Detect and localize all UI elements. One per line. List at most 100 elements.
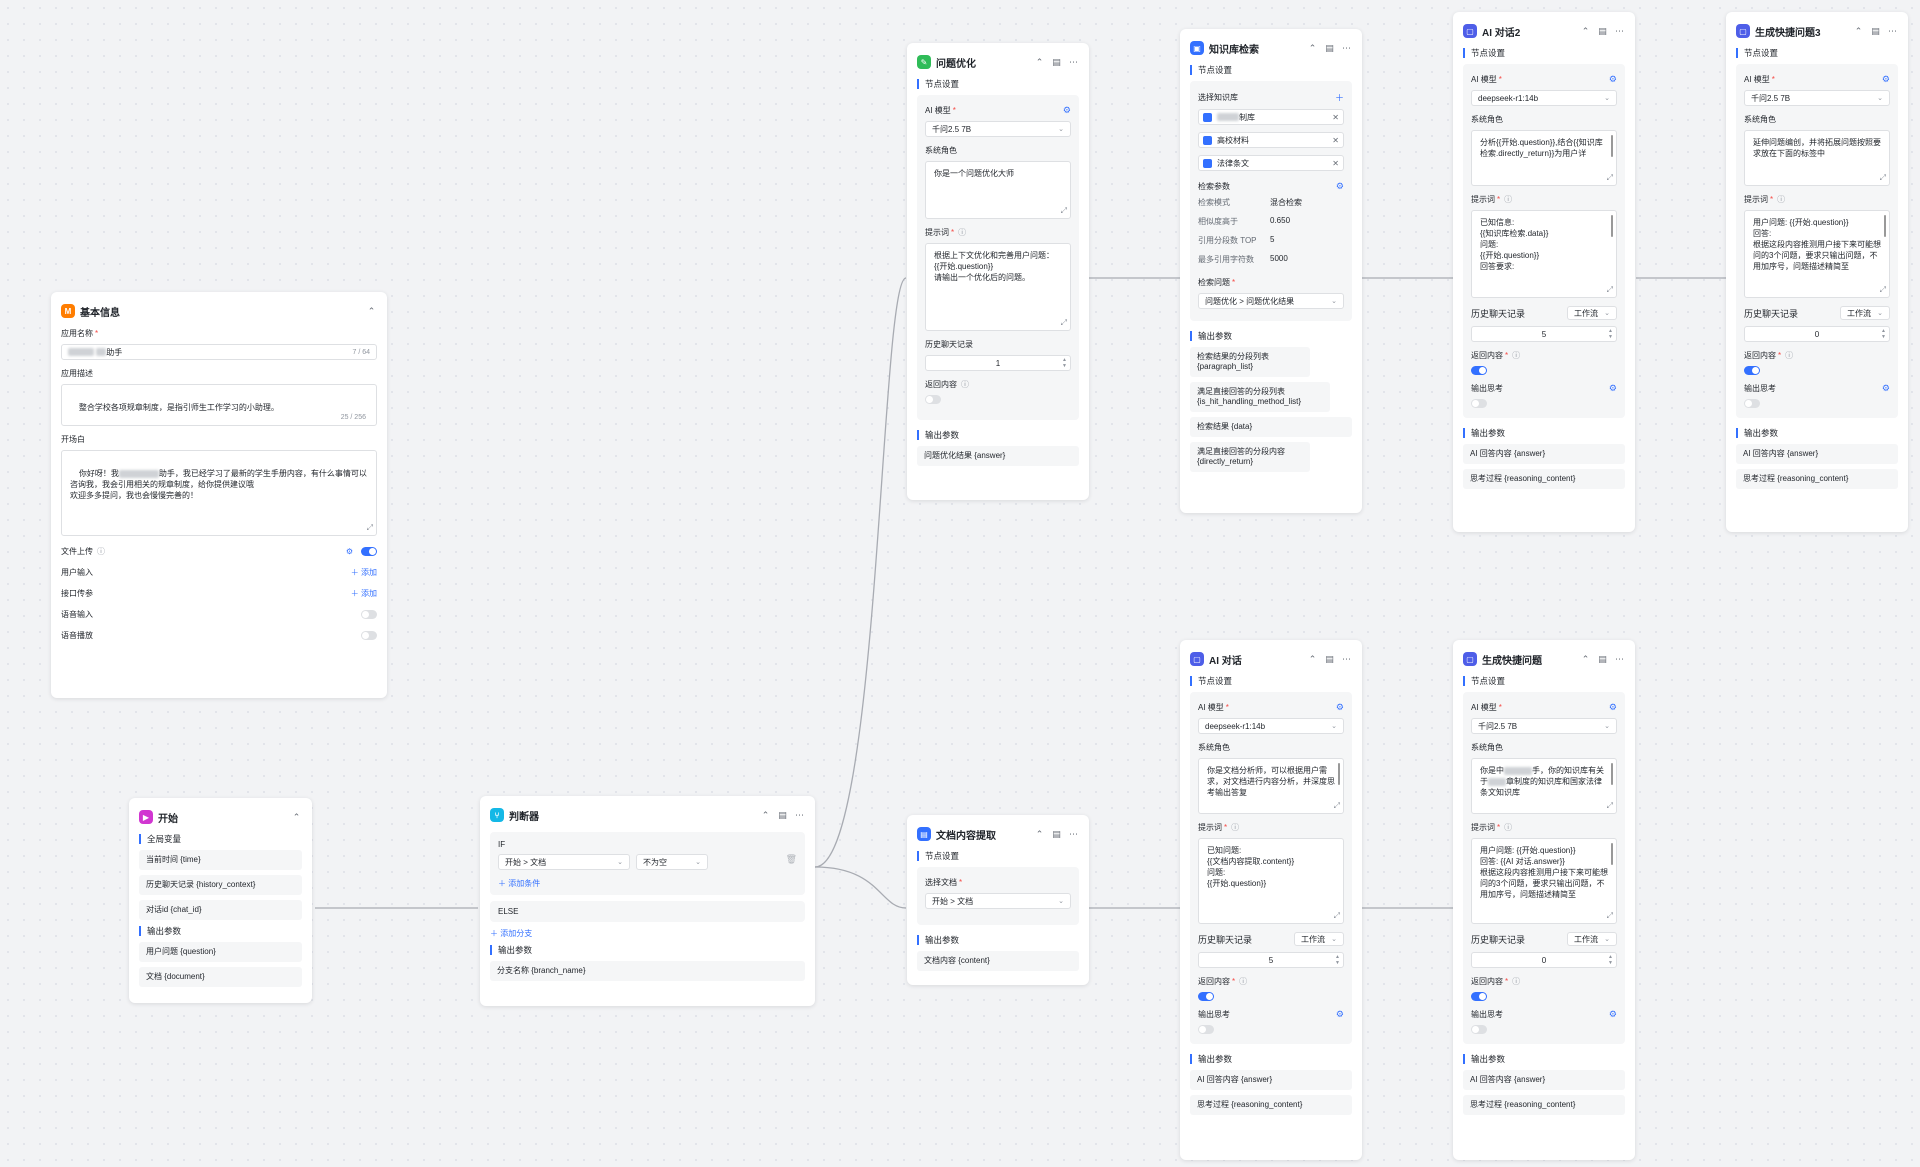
more-icon[interactable]: ⋯ (1615, 25, 1624, 36)
history-type-select[interactable]: 工作流⌄ (1567, 306, 1617, 320)
system-role-input[interactable]: 分析{{开始.question}},结合{{知识库检索.directly_ret… (1471, 130, 1617, 186)
more-icon[interactable]: ⋯ (795, 809, 804, 820)
collapse-icon[interactable]: ⌃ (1308, 653, 1317, 664)
return-toggle[interactable] (1471, 992, 1487, 1001)
expand-icon[interactable]: ⤢ (1060, 318, 1067, 327)
gear-icon[interactable]: ⚙ (1608, 1009, 1617, 1019)
gear-icon[interactable]: ⚙ (1335, 181, 1344, 191)
kb-search-node[interactable]: ▣ 知识库检索 ⌃▤⋯ 节点设置 选择知识库＋ 制库✕ 高校材料✕ 法律条文✕ … (1180, 29, 1362, 513)
thinking-toggle[interactable] (1198, 1025, 1214, 1034)
expand-icon[interactable]: ⤢ (1879, 285, 1886, 294)
expand-icon[interactable]: ⤢ (1606, 911, 1613, 920)
more-icon[interactable]: ⋯ (1069, 56, 1078, 67)
chart-icon[interactable]: ▤ (1325, 42, 1334, 53)
history-stepper[interactable]: 5▲▼ (1198, 952, 1344, 968)
collapse-icon[interactable]: ⌃ (1308, 42, 1317, 53)
start-node[interactable]: ▶ 开始 ⌃ 全局变量 当前时间 {time} 历史聊天记录 {history_… (129, 798, 312, 1003)
return-toggle[interactable] (925, 395, 941, 404)
expand-icon[interactable]: ⤢ (1333, 911, 1340, 920)
history-stepper[interactable]: 0▲▼ (1471, 952, 1617, 968)
collapse-icon[interactable]: ⌃ (292, 811, 301, 822)
return-toggle[interactable] (1471, 366, 1487, 375)
collapse-icon[interactable]: ⌃ (1581, 25, 1590, 36)
app-name-input[interactable]: 助手 7 / 64 (61, 344, 377, 360)
chart-icon[interactable]: ▤ (1871, 25, 1880, 36)
ai-chat-node[interactable]: ▢ AI 对话 ⌃▤⋯ 节点设置 AI 模型*⚙ deepseek-r1:14b… (1180, 640, 1362, 1160)
expand-icon[interactable]: ⤢ (1606, 285, 1613, 294)
collapse-icon[interactable]: ⌃ (367, 305, 376, 316)
collapse-icon[interactable]: ⌃ (1854, 25, 1863, 36)
ai-model-select[interactable]: deepseek-r1:14b⌄ (1471, 90, 1617, 106)
history-stepper[interactable]: 5▲▼ (1471, 326, 1617, 342)
system-role-input[interactable]: 你是中手，你的知识库有关于章制度的知识库和国家法律条文知识库⤢ (1471, 758, 1617, 814)
expand-icon[interactable]: ⤢ (1606, 173, 1613, 182)
history-type-select[interactable]: 工作流⌄ (1567, 932, 1617, 946)
expand-icon[interactable]: ⤢ (1060, 206, 1067, 215)
system-role-input[interactable]: 你是一个问题优化大师⤢ (925, 161, 1071, 219)
voice-play-toggle[interactable] (361, 631, 377, 640)
more-icon[interactable]: ⋯ (1342, 653, 1351, 664)
close-icon[interactable]: ✕ (1332, 135, 1339, 145)
ai-model-select[interactable]: 千问2.5 7B⌄ (1744, 90, 1890, 106)
kb-item[interactable]: 高校材料✕ (1198, 132, 1344, 148)
gear-icon[interactable]: ⚙ (1608, 702, 1617, 712)
doc-select[interactable]: 开始 > 文档⌄ (925, 893, 1071, 909)
gear-icon[interactable]: ⚙ (1335, 1009, 1344, 1019)
expand-icon[interactable]: ⤢ (1606, 801, 1613, 810)
collapse-icon[interactable]: ⌃ (1035, 828, 1044, 839)
judge-node[interactable]: ⑂ 判断器 ⌃▤⋯ IF 开始 > 文档⌄ 不为空⌄ 🗑 ＋ 添加条件 ELSE… (480, 796, 815, 1006)
add-branch-button[interactable]: ＋ 添加分支 (490, 929, 533, 938)
add-api-param-button[interactable]: ＋ 添加 (350, 589, 377, 598)
return-toggle[interactable] (1198, 992, 1214, 1001)
file-upload-toggle[interactable] (361, 547, 377, 556)
close-icon[interactable]: ✕ (1332, 158, 1339, 168)
chart-icon[interactable]: ▤ (1598, 25, 1607, 36)
app-desc-input[interactable]: 整合学校各项规章制度，是指引师生工作学习的小助理。 25 / 256 (61, 384, 377, 426)
condition-operator-select[interactable]: 不为空⌄ (636, 854, 708, 870)
quick-question3-node[interactable]: ▢ 生成快捷问题3 ⌃▤⋯ 节点设置 AI 模型*⚙ 千问2.5 7B⌄ 系统角… (1726, 12, 1908, 532)
gear-icon[interactable]: ⚙ (1335, 702, 1344, 712)
system-role-input[interactable]: 你是文档分析师，可以根据用户需求，对文档进行内容分析，并深度思考输出答复⤢ (1198, 758, 1344, 814)
kb-item[interactable]: 制库✕ (1198, 109, 1344, 125)
thinking-toggle[interactable] (1471, 399, 1487, 408)
gear-icon[interactable]: ⚙ (1062, 105, 1071, 115)
return-toggle[interactable] (1744, 366, 1760, 375)
voice-input-toggle[interactable] (361, 610, 377, 619)
thinking-toggle[interactable] (1744, 399, 1760, 408)
chart-icon[interactable]: ▤ (1052, 56, 1061, 67)
history-stepper[interactable]: 0▲▼ (1744, 326, 1890, 342)
basic-info-node[interactable]: M 基本信息 ⌃ 应用名称* 助手 7 / 64 应用描述 整合学校各项规章制度… (51, 292, 387, 698)
expand-icon[interactable]: ⤢ (1333, 801, 1340, 810)
condition-variable-select[interactable]: 开始 > 文档⌄ (498, 854, 630, 870)
more-icon[interactable]: ⋯ (1615, 653, 1624, 664)
history-type-select[interactable]: 工作流⌄ (1294, 932, 1344, 946)
more-icon[interactable]: ⋯ (1069, 828, 1078, 839)
thinking-toggle[interactable] (1471, 1025, 1487, 1034)
gear-icon[interactable]: ⚙ (1608, 74, 1617, 84)
expand-icon[interactable]: ⤢ (1879, 173, 1886, 182)
gear-icon[interactable]: ⚙ (1881, 74, 1890, 84)
kb-item[interactable]: 法律条文✕ (1198, 155, 1344, 171)
expand-icon[interactable]: ⤢ (366, 523, 373, 532)
history-type-select[interactable]: 工作流⌄ (1840, 306, 1890, 320)
search-question-select[interactable]: 问题优化 > 问题优化结果⌄ (1198, 293, 1344, 309)
prompt-input[interactable]: 用户问题: {{开始.question}} 回答: {{AI 对话.answer… (1471, 838, 1617, 924)
collapse-icon[interactable]: ⌃ (1581, 653, 1590, 664)
gear-icon[interactable]: ⚙ (1608, 383, 1617, 393)
gear-icon[interactable]: ⚙ (1881, 383, 1890, 393)
collapse-icon[interactable]: ⌃ (1035, 56, 1044, 67)
prompt-input[interactable]: 已知问题: {{文档内容提取.content}} 问题: {{开始.questi… (1198, 838, 1344, 924)
chart-icon[interactable]: ▤ (1325, 653, 1334, 664)
add-condition-button[interactable]: ＋ 添加条件 (498, 879, 541, 888)
ai-model-select[interactable]: deepseek-r1:14b⌄ (1198, 718, 1344, 734)
more-icon[interactable]: ⋯ (1888, 25, 1897, 36)
prompt-input[interactable]: 已知信息: {{知识库检索.data}} 问题: {{开始.question}}… (1471, 210, 1617, 298)
ai-model-select[interactable]: 千问2.5 7B⌄ (1471, 718, 1617, 734)
chart-icon[interactable]: ▤ (1052, 828, 1061, 839)
history-stepper[interactable]: 1▲▼ (925, 355, 1071, 371)
system-role-input[interactable]: 延伸问题编创，并将拓展问题按照要求放在下面的标签中⤢ (1744, 130, 1890, 186)
collapse-icon[interactable]: ⌃ (761, 809, 770, 820)
ai-model-select[interactable]: 千问2.5 7B⌄ (925, 121, 1071, 137)
add-kb-icon[interactable]: ＋ (1334, 93, 1344, 103)
chart-icon[interactable]: ▤ (1598, 653, 1607, 664)
